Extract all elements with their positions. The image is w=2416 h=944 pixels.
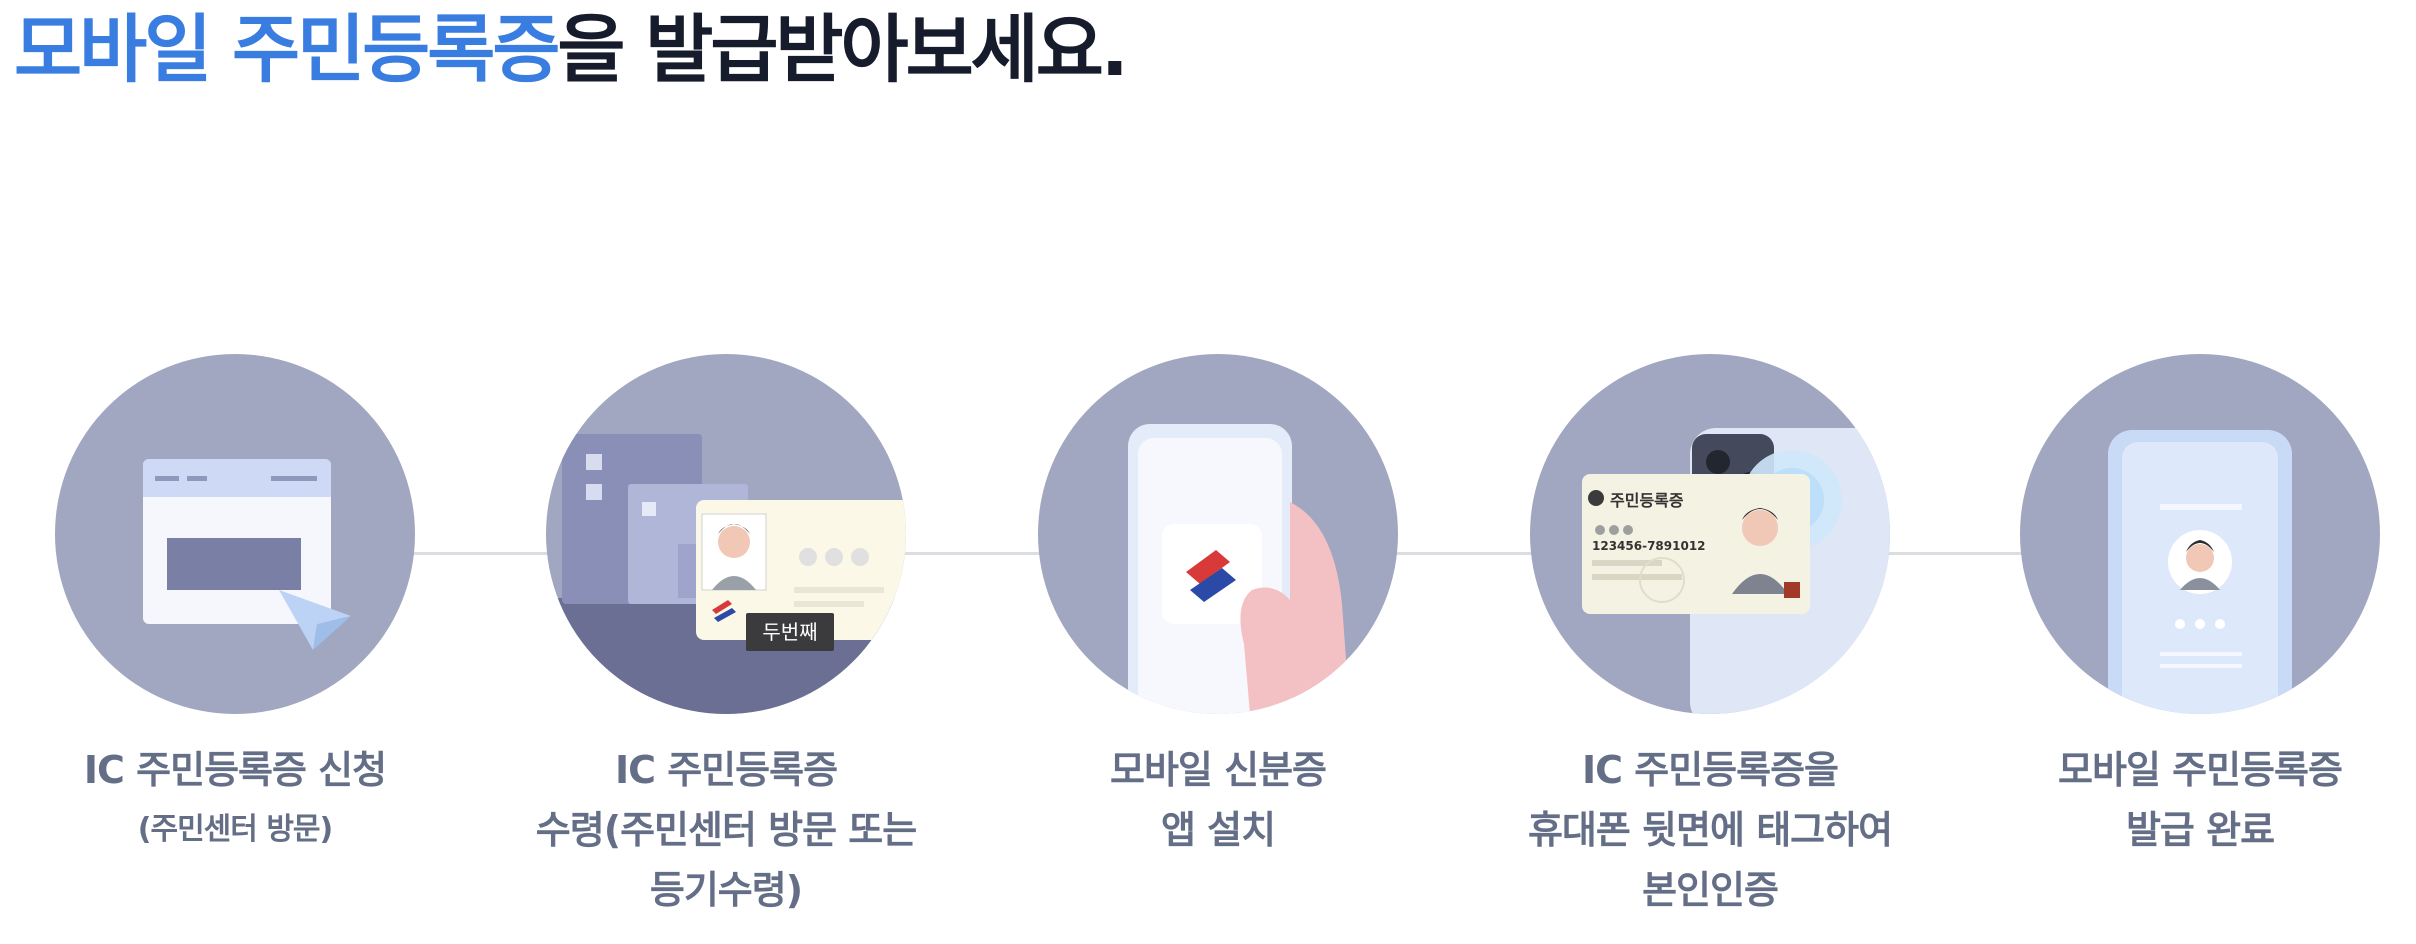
step-2[interactable]: IC 주민등록증 수령(주민센터 방문 또는 등기수령) — [536, 354, 917, 944]
page-title-highlight: 모바일 주민등록증 — [14, 7, 560, 93]
page-title: 모바일 주민등록증을 발급받아보세요. — [14, 0, 1129, 100]
mobile-id-icon — [2020, 354, 2380, 714]
browser-click-icon — [55, 354, 415, 714]
step-5-caption: 모바일 주민등록증 발급 완료 — [2058, 748, 2343, 852]
step-1-caption: IC 주민등록증 신청 (주민센터 방문) — [83, 748, 387, 847]
step-2-caption: IC 주민등록증 수령(주민센터 방문 또는 등기수령) — [535, 748, 917, 912]
card-title-text: 주민등록증 — [1610, 491, 1684, 510]
card-tag-icon: 주민등록증 123456-7891012 — [1530, 354, 1890, 714]
office-id-card-icon — [546, 354, 906, 714]
step-3-caption: 모바일 신분증 앱 설치 — [1110, 748, 1327, 852]
step-3[interactable]: 모바일 신분증 앱 설치 — [1038, 354, 1398, 944]
card-number-text: 123456-7891012 — [1592, 539, 1706, 553]
phone-app-icon — [1038, 354, 1398, 714]
step-4-caption: IC 주민등록증을 휴대폰 뒷면에 태그하여 본인인증 — [1527, 748, 1893, 912]
step-4[interactable]: 주민등록증 123456-7891012 IC 주민등록증을 휴대폰 뒷면에 태… — [1528, 354, 1893, 944]
page-title-rest: 을 발급받아보세요. — [557, 7, 1129, 93]
step-1[interactable]: IC 주민등록증 신청 (주민센터 방문) — [55, 354, 415, 944]
step-tooltip: 두번째 — [746, 613, 834, 651]
step-5[interactable]: 모바일 주민등록증 발급 완료 — [2020, 354, 2380, 944]
